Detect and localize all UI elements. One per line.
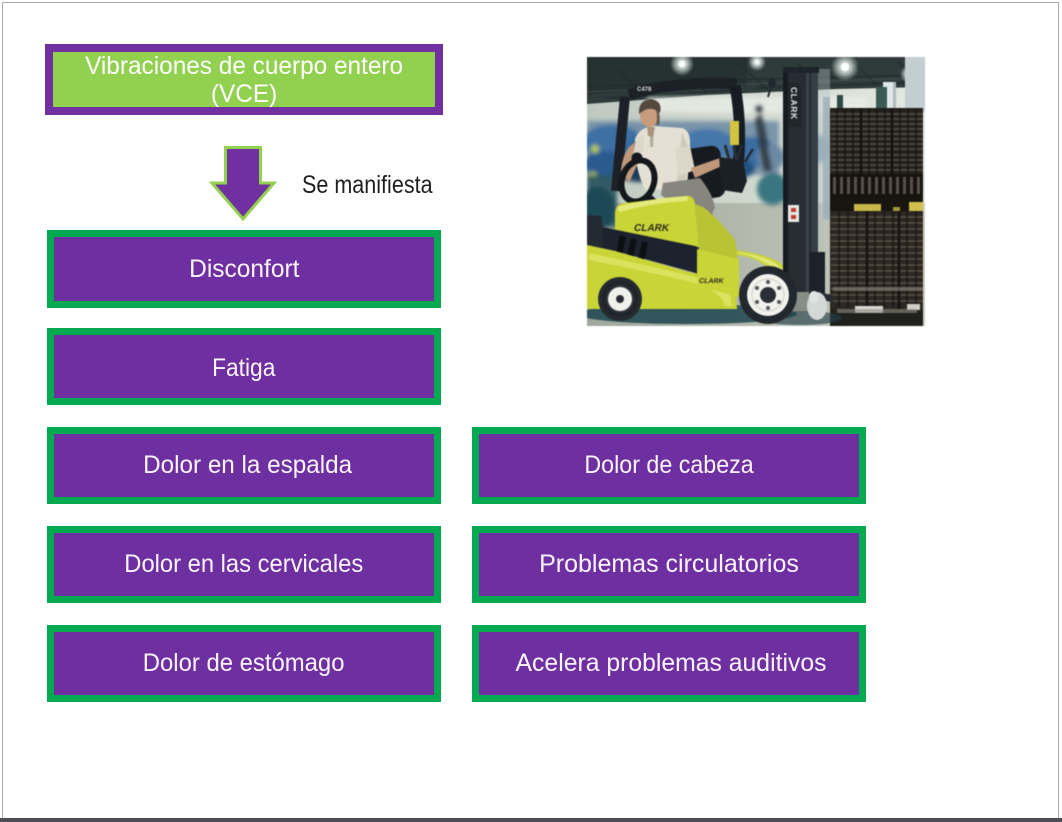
svg-text:C478: C478 [637,87,652,93]
svg-text:CLARK: CLARK [789,87,799,120]
svg-text:CLARK: CLARK [633,223,671,234]
svg-text:CLARK: CLARK [698,278,725,285]
